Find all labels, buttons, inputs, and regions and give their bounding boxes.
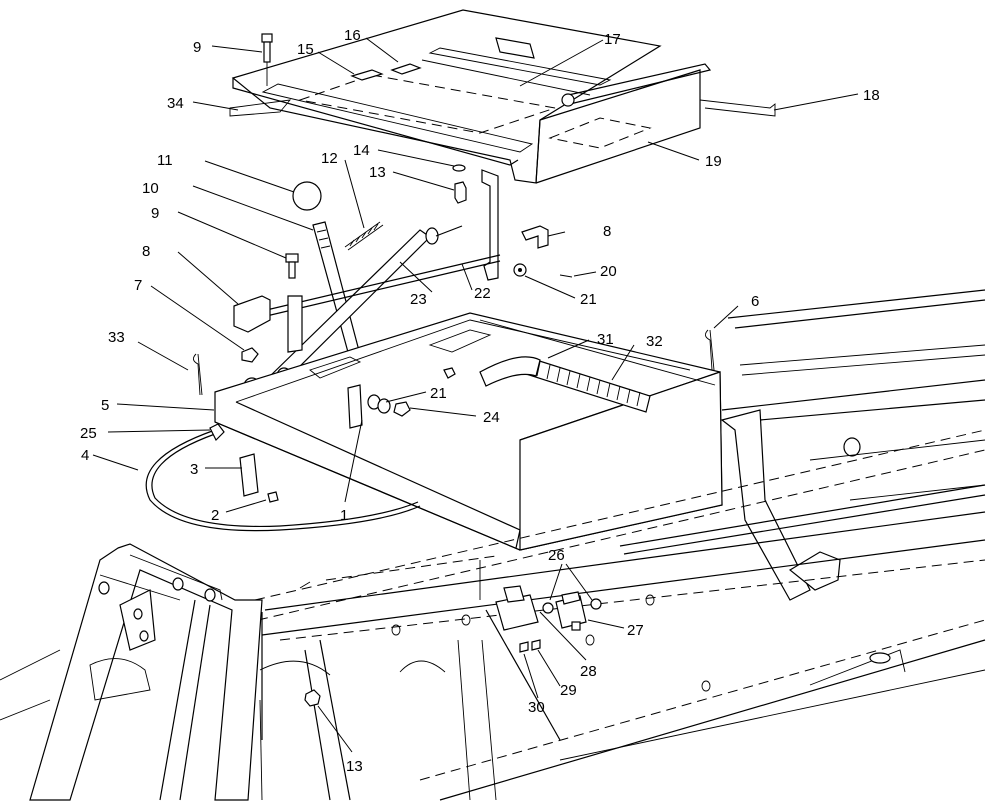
bracket-8-right xyxy=(521,225,549,249)
callout-18: 18 xyxy=(863,87,880,104)
nut-7 xyxy=(241,347,259,363)
callout-labels: 9 15 16 17 18 34 19 14 13 11 12 10 9 8 8… xyxy=(80,27,880,775)
screws-29-30 xyxy=(519,639,541,653)
callout-11: 11 xyxy=(157,152,173,169)
nut-13-top xyxy=(454,181,467,204)
callout-12: 12 xyxy=(321,150,338,167)
cable-4 xyxy=(145,429,421,532)
callout-3: 3 xyxy=(190,461,198,478)
callout-8-right: 8 xyxy=(603,223,611,240)
leader-lines xyxy=(92,37,859,753)
callout-14: 14 xyxy=(353,142,370,159)
callout-26: 26 xyxy=(548,547,565,564)
pin-20 xyxy=(513,263,573,278)
nut-13-bottom xyxy=(304,689,321,707)
callout-2: 2 xyxy=(211,507,219,524)
callout-17: 17 xyxy=(604,31,621,48)
seat-bracket-16 xyxy=(390,63,422,75)
spring-12 xyxy=(344,221,384,251)
callout-19: 19 xyxy=(705,153,722,170)
nuts-26 xyxy=(542,598,602,614)
callout-10: 10 xyxy=(142,180,159,197)
left-fender xyxy=(0,543,263,801)
callout-21-bottom: 21 xyxy=(430,385,447,402)
callout-34: 34 xyxy=(167,95,184,112)
seat-support-22 xyxy=(481,169,499,281)
callout-28: 28 xyxy=(580,663,597,680)
callout-5: 5 xyxy=(101,397,109,414)
callout-33: 33 xyxy=(108,329,125,346)
washer-14 xyxy=(452,164,466,172)
cotter-pin-6 xyxy=(705,329,715,371)
seat-plate xyxy=(229,9,776,184)
callout-21-top: 21 xyxy=(580,291,597,308)
callout-7: 7 xyxy=(134,277,142,294)
callout-6: 6 xyxy=(751,293,759,310)
switch-27 xyxy=(555,591,587,631)
seat-bracket-15 xyxy=(350,69,384,81)
control-pan xyxy=(214,312,723,551)
callout-23: 23 xyxy=(410,291,427,308)
callout-13-top: 13 xyxy=(369,164,386,181)
cotter-pin-33 xyxy=(193,353,203,396)
callout-31: 31 xyxy=(597,331,614,348)
callout-8-left: 8 xyxy=(142,243,150,260)
callout-25: 25 xyxy=(80,425,97,442)
callout-27: 27 xyxy=(627,622,644,639)
switch-bracket-28 xyxy=(479,560,539,631)
nut-on-pan xyxy=(443,367,456,379)
callout-9-top: 9 xyxy=(193,39,201,56)
callout-1: 1 xyxy=(340,507,348,524)
callout-4: 4 xyxy=(81,447,89,464)
clip-25 xyxy=(209,423,225,442)
callout-30: 30 xyxy=(528,699,545,716)
callout-13-bottom: 13 xyxy=(346,758,363,775)
callout-22: 22 xyxy=(474,285,491,302)
callout-24: 24 xyxy=(483,409,500,426)
callout-20: 20 xyxy=(600,263,617,280)
bolt-2 xyxy=(267,491,279,503)
callout-16: 16 xyxy=(344,27,361,44)
bracket-8-left xyxy=(233,295,303,353)
hose-31 xyxy=(479,356,541,387)
bolt-9-mid xyxy=(285,253,299,279)
bracket-3 xyxy=(239,453,259,497)
callout-29: 29 xyxy=(560,682,577,699)
tractor-frame xyxy=(239,289,986,801)
bracket-1 xyxy=(347,384,363,429)
bolt-9-top xyxy=(261,33,273,86)
callout-9-mid: 9 xyxy=(151,205,159,222)
callout-32: 32 xyxy=(646,333,663,350)
washers-21-24 xyxy=(367,394,411,417)
callout-15: 15 xyxy=(297,41,314,58)
